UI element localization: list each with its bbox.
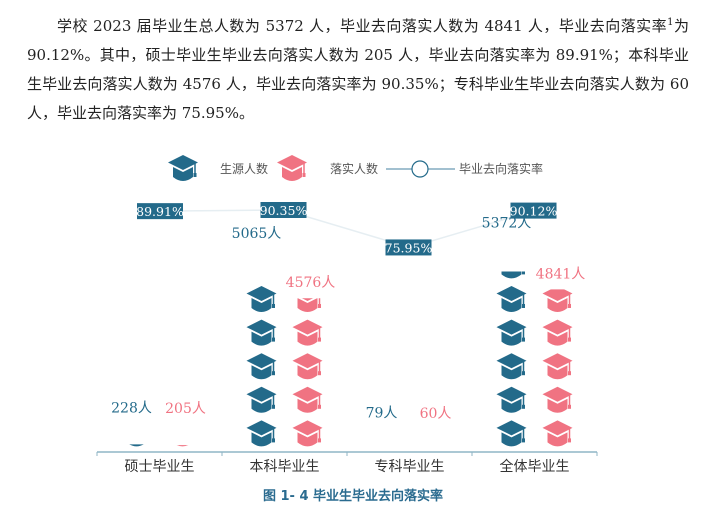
rate-label: 75.95% [385, 239, 433, 256]
graduation-cap-icon [297, 298, 321, 312]
graduation-cap-icon [176, 445, 189, 447]
graduation-cap-icon [292, 353, 323, 380]
x-tick-label: 硕士毕业生 [125, 459, 195, 475]
graduation-cap-icon [496, 353, 527, 380]
figure-caption: 图 1- 4 毕业生毕业去向落实率 [262, 489, 444, 504]
graduation-cap-icon [496, 319, 527, 346]
icon-column [176, 445, 189, 447]
graduation-cap-icon [129, 444, 144, 447]
data-label: 5372人 [482, 216, 532, 232]
graduation-cap-icon [277, 155, 307, 181]
x-tick-label: 专科毕业生 [375, 459, 445, 475]
graduation-cap-icon [168, 155, 198, 181]
graduation-cap-icon [542, 289, 573, 312]
data-label: 4576人 [286, 275, 336, 291]
graduation-cap-icon [496, 286, 527, 312]
graduation-cap-icon [496, 386, 527, 413]
icon-column [418, 420, 448, 446]
svg-text:75.95%: 75.95% [385, 240, 433, 255]
rate-label: 90.12% [510, 202, 558, 219]
rate-line [159, 209, 535, 249]
icon-column [292, 298, 323, 447]
svg-text:90.12%: 90.12% [510, 204, 558, 219]
data-label: 4841人 [536, 266, 586, 282]
legend-label-placed: 落实人数 [330, 161, 378, 176]
graduation-cap-icon [542, 386, 573, 413]
graduation-cap-icon [246, 286, 277, 312]
icon-column [246, 252, 277, 447]
graduation-cap-icon [246, 353, 277, 380]
data-label: 79人 [366, 405, 398, 421]
icon-column [496, 271, 527, 447]
graduation-cap-icon [542, 319, 573, 346]
data-label: 205人 [165, 401, 206, 417]
body-paragraph: 学校 2023 届毕业生总人数为 5372 人，毕业去向落实人数为 4841 人… [27, 12, 689, 128]
legend: 生源人数 落实人数 毕业去向落实率 [168, 155, 543, 181]
graduation-cap-icon [246, 386, 277, 413]
legend-label-rate: 毕业去向落实率 [459, 161, 543, 176]
rate-label: 89.91% [136, 203, 184, 220]
x-tick-label: 全体毕业生 [500, 458, 570, 475]
graduation-cap-icon [246, 420, 277, 447]
graduation-cap-icon [542, 420, 573, 447]
paragraph-text-continued: 为 90.12%。其中，硕士毕业生毕业去向落实人数为 205 人，毕业去向落实率… [27, 17, 689, 122]
graduation-cap-icon [501, 271, 525, 279]
graduation-cap-icon [372, 420, 402, 446]
graduation-cap-icon [496, 420, 527, 447]
data-label: 60人 [420, 406, 452, 422]
graduation-cap-icon [418, 420, 448, 446]
x-tick-label: 本科毕业生 [250, 459, 320, 475]
icon-column [542, 289, 573, 447]
legend-label-enrolled: 生源人数 [220, 161, 268, 176]
graduation-cap-icon [247, 252, 277, 278]
footnote-marker[interactable]: 1 [667, 17, 674, 28]
graduation-cap-icon [292, 420, 323, 447]
graduation-cap-icon [542, 353, 573, 380]
graduation-cap-icon [292, 386, 323, 413]
icon-column [372, 420, 402, 446]
svg-text:89.91%: 89.91% [136, 204, 184, 219]
graduation-cap-icon [292, 319, 323, 346]
data-label: 5065人 [232, 226, 282, 242]
data-label: 228人 [111, 400, 152, 416]
svg-text:90.35%: 90.35% [260, 203, 308, 218]
rate-label: 90.35% [260, 202, 308, 218]
legend-marker [411, 160, 429, 178]
icon-column [129, 444, 144, 447]
graduation-cap-icon [246, 319, 277, 346]
paragraph-text: 学校 2023 届毕业生总人数为 5372 人，毕业去向落实人数为 4841 人… [57, 17, 668, 35]
